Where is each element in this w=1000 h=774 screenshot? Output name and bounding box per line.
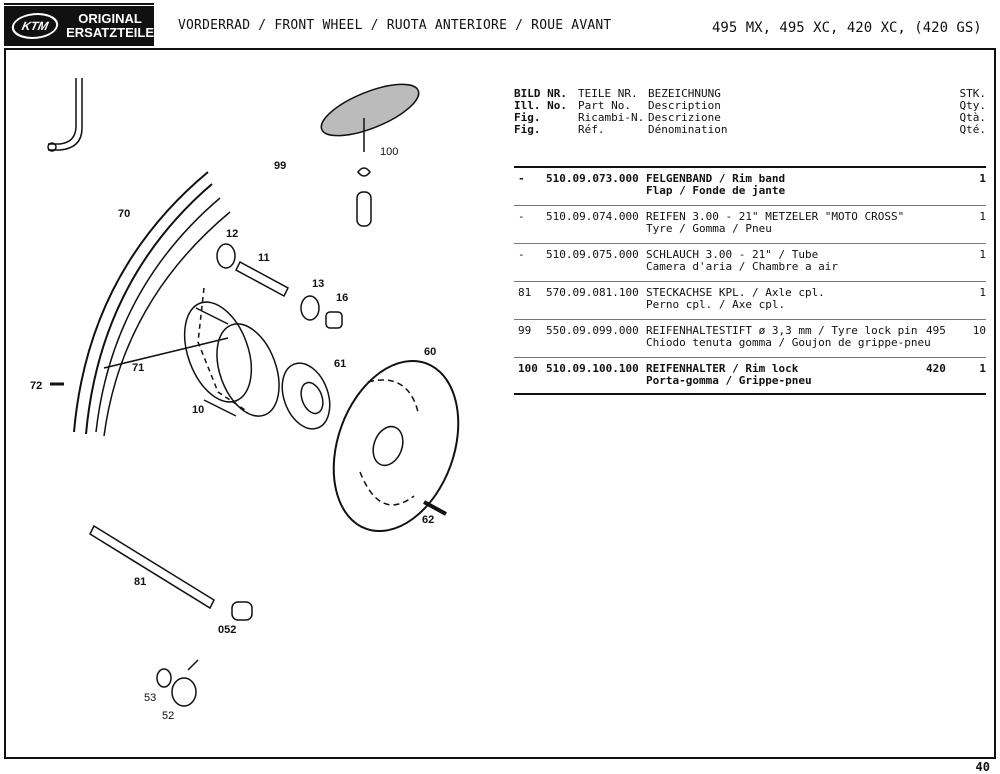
table-row: - 510.09.074.000 REIFEN 3.00 - 21" METZE… xyxy=(518,210,986,235)
callout-12: 12 xyxy=(226,228,239,240)
ktm-logo-mark: KTM xyxy=(9,13,61,39)
model-list: 495 MX, 495 XC, 420 XC, (420 GS) xyxy=(712,20,982,36)
frame-border-top xyxy=(4,48,996,50)
callout-53: 53 xyxy=(144,692,157,704)
exploded-parts-diagram: 100 99 70 12 11 13 16 61 60 71 72 10 62 … xyxy=(8,52,508,752)
parts-table: BILD NR.Ill. No.Fig.Fig. TEILE NR.Part N… xyxy=(514,64,986,399)
washer-53-drawing xyxy=(156,668,172,688)
flange-drawing xyxy=(281,362,331,430)
spacer-052-drawing xyxy=(231,601,253,621)
bolt-62-drawing xyxy=(423,500,447,516)
callout-052: 052 xyxy=(218,624,237,636)
frame-border-right xyxy=(994,48,996,758)
table-row: 99 550.09.099.000 REIFENHALTESTIFT ø 3,3… xyxy=(518,324,986,349)
callout-10: 10 xyxy=(192,404,205,416)
header-rule xyxy=(514,166,986,168)
table-bottom-rule xyxy=(514,393,986,395)
bearing-12-drawing xyxy=(216,243,236,269)
row-divider xyxy=(514,281,986,282)
callout-60: 60 xyxy=(424,346,437,358)
column-header-qty: STK.Qty.Qtà.Qté. xyxy=(959,87,987,136)
spacer-tube-drawing xyxy=(235,260,289,298)
frame-border-bottom xyxy=(4,757,996,759)
page-number: 40 xyxy=(975,760,990,774)
row-divider xyxy=(514,243,986,244)
callout-52: 52 xyxy=(162,710,175,722)
row-divider xyxy=(514,319,986,320)
logo-label: ORIGINAL ERSATZTEILE xyxy=(66,11,154,40)
callout-72: 72 xyxy=(30,380,43,392)
rim-drawing xyxy=(73,171,209,433)
logo-top-rule xyxy=(4,3,154,5)
valve-tool-drawing xyxy=(48,78,77,145)
diagram-drawing xyxy=(47,78,460,707)
callout-13: 13 xyxy=(312,278,325,290)
callout-62: 62 xyxy=(422,514,435,526)
table-header: BILD NR.Ill. No.Fig.Fig. TEILE NR.Part N… xyxy=(514,64,986,160)
bearing-13-drawing xyxy=(300,295,320,321)
speedo-drive-drawing xyxy=(171,677,197,707)
column-header-part-no: TEILE NR.Part No.Ricambi-N.Réf. xyxy=(578,87,645,136)
callout-70: 70 xyxy=(118,208,131,220)
ktm-logo: KTM ORIGINAL ERSATZTEILE xyxy=(4,6,154,46)
rim-lock-disc-drawing xyxy=(320,83,420,137)
spoke-71-drawing xyxy=(103,337,229,369)
table-row: 100 510.09.100.100 REIFENHALTER / Rim lo… xyxy=(518,362,986,387)
callout-81: 81 xyxy=(134,576,147,588)
column-header-fig: BILD NR.Ill. No.Fig.Fig. xyxy=(514,87,567,136)
callout-16: 16 xyxy=(336,292,349,304)
table-row: 81 570.09.081.100 STECKACHSE KPL. / Axle… xyxy=(518,286,986,311)
cap-16-drawing xyxy=(325,311,343,329)
callout-99: 99 xyxy=(274,160,287,172)
row-divider xyxy=(514,357,986,358)
callout-71: 71 xyxy=(132,362,145,374)
hub-drawing xyxy=(183,301,253,403)
callout-61: 61 xyxy=(334,358,347,370)
page-title: VORDERRAD / FRONT WHEEL / RUOTA ANTERIOR… xyxy=(178,18,612,33)
brake-disc-drawing xyxy=(332,359,460,533)
row-divider xyxy=(514,205,986,206)
table-row: - 510.09.075.000 SCHLAUCH 3.00 - 21" / T… xyxy=(518,248,986,273)
callout-100: 100 xyxy=(380,146,399,158)
axle-drawing xyxy=(89,524,215,610)
callout-11: 11 xyxy=(258,252,270,264)
frame-border-left xyxy=(4,48,6,758)
